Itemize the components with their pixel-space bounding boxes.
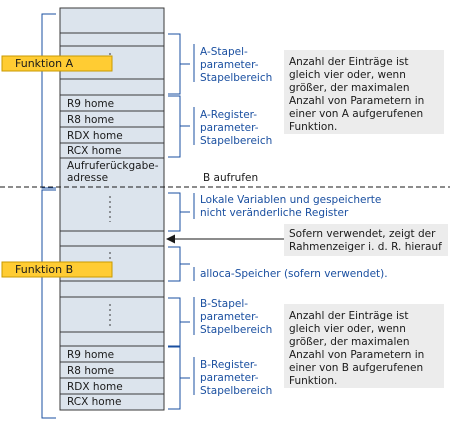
b-stack-label-3: Stapelbereich: [200, 324, 272, 336]
frame-b-bracket: [41, 189, 56, 419]
note-a-line-3: größer, der maximalen: [289, 82, 410, 94]
cell-a-rcx-home: RCX home: [67, 145, 121, 157]
b-reg-label-2: parameter-: [200, 372, 259, 384]
a-reg-label-2: parameter-: [200, 122, 259, 134]
cell-b-rcx-home: RCX home: [67, 396, 121, 408]
right-brackets: [168, 33, 190, 410]
function-b-label: Funktion B: [15, 263, 73, 276]
cell-return-address-line1: Aufruferückgabe-: [67, 160, 159, 172]
function-b-tag: [1, 261, 113, 278]
cell-a-rdx-home: RDX home: [67, 130, 123, 142]
b-reg-label-1: B-Register-: [200, 359, 258, 371]
note-frame-line-2: Rahmenzeiger i. d. R. hierauf: [289, 241, 442, 253]
b-stack-label-1: B-Stapel-: [200, 298, 248, 310]
locals-label-2: nicht veränderliche Register: [200, 207, 349, 219]
cell-b-r9-home: R9 home: [67, 349, 114, 361]
alloca-label: alloca-Speicher (sofern verwendet).: [200, 268, 388, 280]
a-stack-label-3: Stapelbereich: [200, 72, 272, 84]
note-a-box: [284, 50, 444, 134]
locals-label-1: Lokale Variablen und gespeicherte: [200, 194, 381, 206]
cell-b-rdx-home: RDX home: [67, 381, 123, 393]
note-a-line-5: einer von A aufgerufenen: [289, 108, 423, 120]
a-stack-label-1: A-Stapel-: [200, 46, 248, 58]
note-b-line-6: Funktion.: [289, 375, 337, 387]
note-a-line-6: Funktion.: [289, 121, 337, 133]
note-b-line-1: Anzahl der Einträge ist: [289, 310, 409, 322]
a-stack-label-2: parameter-: [200, 59, 259, 71]
note-b-line-2: gleich vier oder, wenn: [289, 323, 406, 335]
frame-a-bracket: [41, 13, 56, 189]
cell-b-r8-home: R8 home: [67, 365, 114, 377]
function-a-label: Funktion A: [15, 57, 74, 70]
cell-a-r9-home: R9 home: [67, 98, 114, 110]
note-b-line-5: einer von B aufgerufenen: [289, 362, 423, 374]
note-b-line-4: Anzahl von Parametern in: [289, 349, 424, 361]
note-frame-box: [284, 224, 448, 256]
function-a-tag: [1, 55, 113, 72]
note-frame-line-1: Sofern verwendet, zeigt der: [289, 228, 436, 240]
frame-pointer-arrow-head: [166, 234, 175, 244]
cell-a-r8-home: R8 home: [67, 114, 114, 126]
stack-column: [59, 7, 165, 411]
note-b-line-3: größer, der maximalen: [289, 336, 410, 348]
note-b-box: [284, 304, 444, 388]
b-reg-label-3: Stapelbereich: [200, 385, 272, 397]
note-a-line-4: Anzahl von Parametern in: [289, 95, 424, 107]
stack-dividers: [60, 32, 164, 395]
call-b-label: B aufrufen: [203, 172, 258, 184]
b-stack-label-2: parameter-: [200, 311, 259, 323]
a-reg-label-1: A-Register-: [200, 109, 257, 121]
note-a-line-2: gleich vier oder, wenn: [289, 69, 406, 81]
note-a-line-1: Anzahl der Einträge ist: [289, 56, 409, 68]
a-reg-label-3: Stapelbereich: [200, 135, 272, 147]
cell-return-address-line2: adresse: [67, 172, 108, 184]
